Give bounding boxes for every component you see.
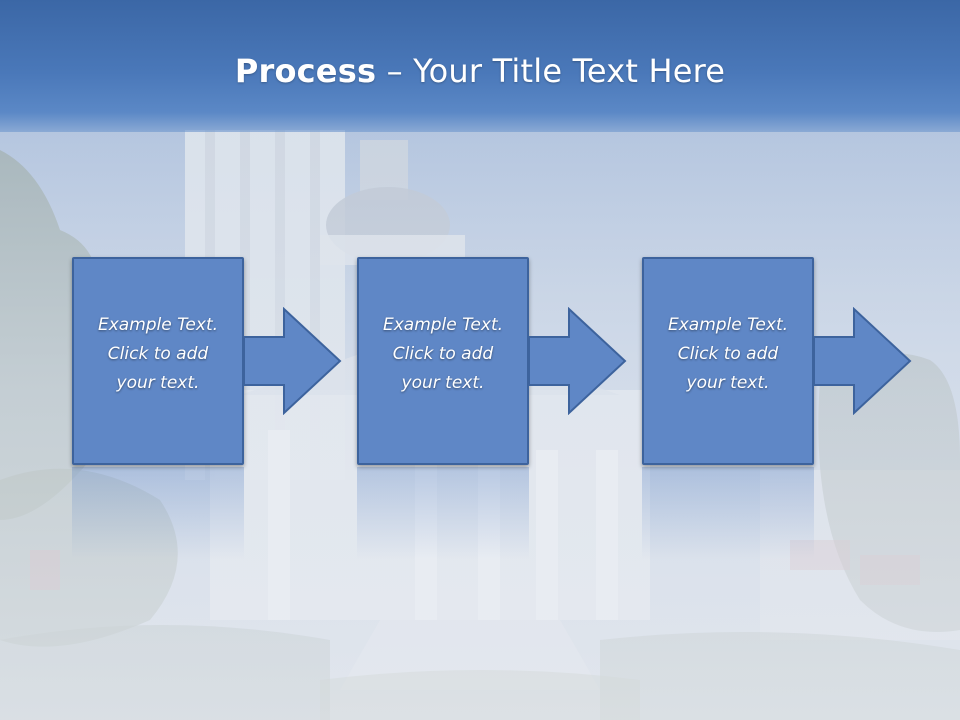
step-box[interactable] — [642, 257, 814, 465]
step-reflection — [357, 467, 529, 559]
title-rest: – Your Title Text Here — [376, 52, 726, 90]
step-text-line-2: Click to add — [107, 344, 209, 364]
step-box[interactable] — [72, 257, 244, 465]
right-arrow-icon — [529, 307, 627, 415]
step-text[interactable]: Example Text. Click to add your text. — [357, 311, 529, 398]
step-text-line-2: Click to add — [392, 344, 494, 364]
step-reflection — [642, 467, 814, 559]
title-bar: Process – Your Title Text Here — [0, 0, 960, 132]
process-step-3[interactable]: Example Text. Click to add your text. — [642, 257, 912, 465]
step-text-line-1: Example Text. — [382, 315, 504, 335]
step-text[interactable]: Example Text. Click to add your text. — [72, 311, 244, 398]
slide-title[interactable]: Process – Your Title Text Here — [0, 52, 960, 90]
title-bold: Process — [234, 52, 377, 90]
step-reflection — [72, 467, 244, 559]
step-text-line-1: Example Text. — [97, 315, 219, 335]
step-text-line-3: your text. — [116, 373, 200, 393]
step-box[interactable] — [357, 257, 529, 465]
step-text[interactable]: Example Text. Click to add your text. — [642, 311, 814, 398]
step-text-line-2: Click to add — [677, 344, 779, 364]
right-arrow-icon — [814, 307, 912, 415]
right-arrow-icon — [244, 307, 342, 415]
process-step-1[interactable]: Example Text. Click to add your text. — [72, 257, 342, 465]
step-text-line-3: your text. — [401, 373, 485, 393]
step-text-line-3: your text. — [686, 373, 770, 393]
step-text-line-1: Example Text. — [667, 315, 789, 335]
process-step-2[interactable]: Example Text. Click to add your text. — [357, 257, 627, 465]
